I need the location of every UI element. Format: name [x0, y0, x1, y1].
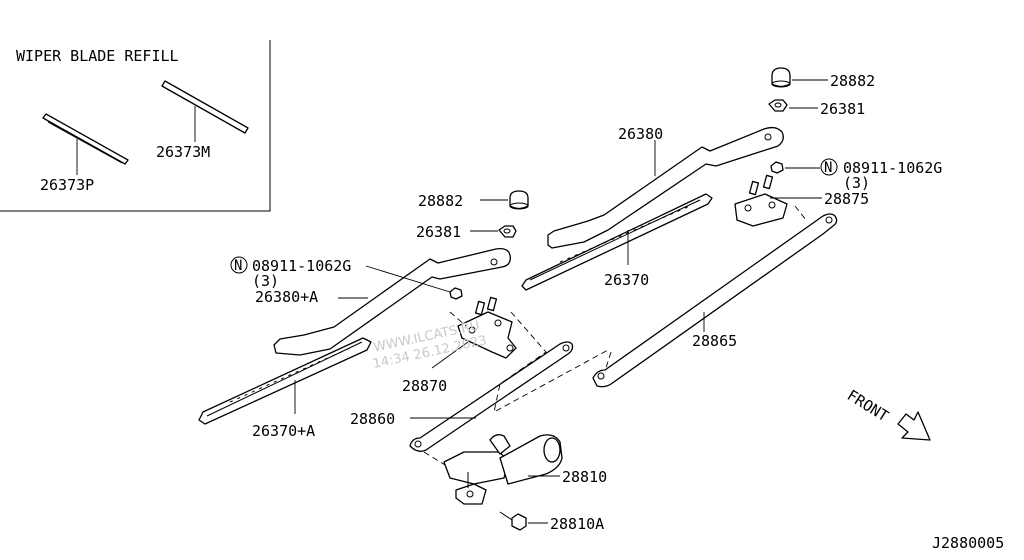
cap-28882-left	[509, 190, 529, 210]
label-28860: 28860	[350, 410, 395, 428]
wiper-blade-26370	[521, 193, 713, 291]
nut-26381-left	[498, 225, 517, 238]
refill-inset: WIPER BLADE REFILL 26373P 26373M	[0, 40, 271, 212]
wiper-arm-26380	[547, 126, 784, 249]
label-26373P: 26373P	[40, 176, 94, 194]
link-rod-28865	[592, 213, 838, 388]
refill-strip-26373P	[42, 113, 129, 165]
label-28882-left: 28882	[418, 192, 463, 210]
wiper-arm-26380A	[273, 247, 511, 356]
label-08911-right-qty: (3)	[843, 174, 870, 192]
label-08911-left: 08911-1062G	[252, 257, 351, 275]
label-26380A: 26380+A	[255, 288, 318, 306]
bolt-symbol-right-text: N	[824, 160, 832, 176]
label-28865: 28865	[692, 332, 737, 350]
leader-28870	[431, 341, 469, 369]
label-26381-right: 26381	[820, 100, 865, 118]
nut-26381-right	[768, 99, 788, 112]
watermark: WWW.ILCATS.RU 14:34 26.12.2023	[372, 318, 489, 372]
label-28870: 28870	[402, 377, 447, 395]
wiper-blade-26370A	[198, 337, 372, 425]
front-label: FRONT	[844, 386, 892, 425]
label-28810A: 28810A	[550, 515, 604, 533]
label-28875: 28875	[824, 190, 869, 208]
label-08911-right: 08911-1062G	[843, 159, 942, 177]
bolt-08911-left	[449, 287, 498, 316]
motor-bolt-28810A	[499, 511, 527, 531]
bolt-08911-right	[748, 161, 784, 196]
label-26381-left: 26381	[416, 223, 461, 241]
cap-28882-right	[771, 67, 791, 88]
label-08911-left-qty: (3)	[252, 272, 279, 290]
leader-08911-left	[365, 265, 451, 293]
inset-title: WIPER BLADE REFILL	[16, 47, 179, 65]
label-28810: 28810	[562, 468, 607, 486]
bolt-symbol-left	[230, 256, 248, 274]
diagram-code: J2880005	[932, 534, 1004, 552]
inset-border	[0, 40, 271, 212]
label-26370A: 26370+A	[252, 422, 315, 440]
refill-strip-26373M	[161, 80, 249, 134]
label-26370: 26370	[604, 271, 649, 289]
front-indicator: FRONT	[844, 386, 931, 441]
front-arrow-icon	[897, 411, 931, 441]
pivot-28870	[449, 311, 517, 359]
bolt-symbol-right	[820, 158, 838, 176]
bolt-symbol-left-text: N	[234, 258, 242, 274]
pivot-28875	[734, 193, 807, 227]
link-rod-28860	[409, 341, 574, 452]
label-28882-right: 28882	[830, 72, 875, 90]
wiper-motor-28810	[443, 434, 563, 505]
label-26373M: 26373M	[156, 143, 210, 161]
label-26380: 26380	[618, 125, 663, 143]
